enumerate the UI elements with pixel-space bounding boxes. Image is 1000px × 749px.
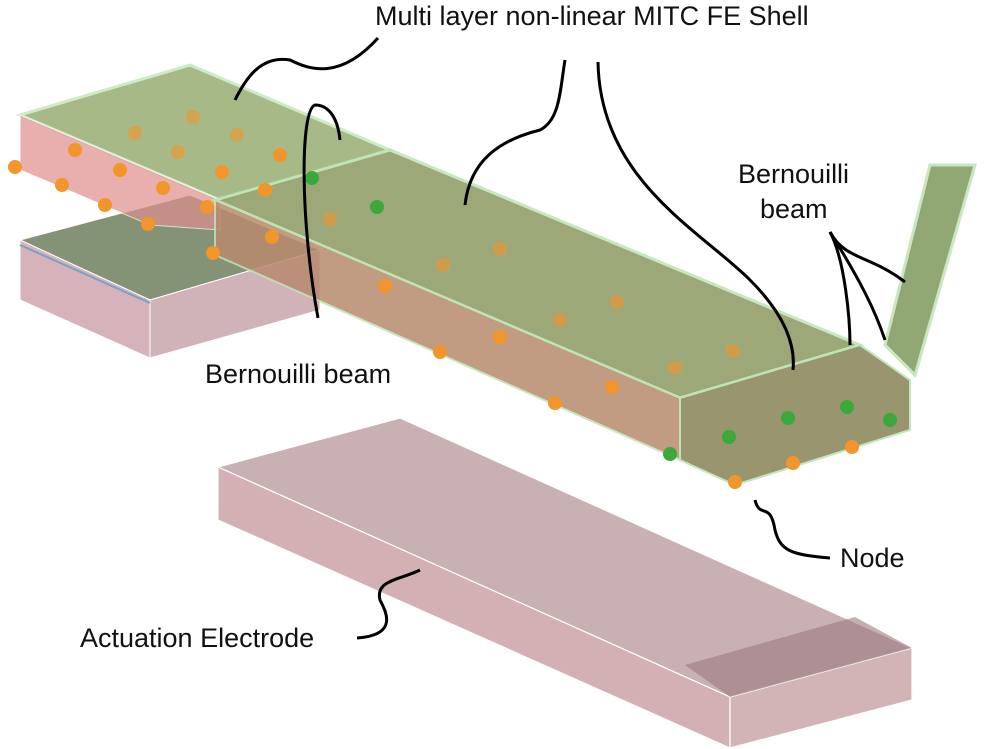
nodes-orange <box>8 110 859 489</box>
label-node: Node <box>840 543 905 573</box>
label-shell: Multi layer non-linear MITC FE Shell <box>375 1 809 31</box>
right-bent-beam <box>883 163 977 378</box>
label-actuation-electrode: Actuation Electrode <box>80 623 315 653</box>
label-bernouilli-beam-left: Bernouilli beam <box>205 359 392 389</box>
label-bernouilli-beam-right-2: beam <box>760 194 828 224</box>
nodes-green <box>305 171 897 461</box>
arrows <box>233 36 906 640</box>
label-bernouilli-beam-right-1: Bernouilli <box>738 159 850 189</box>
actuation-electrode <box>216 417 914 749</box>
